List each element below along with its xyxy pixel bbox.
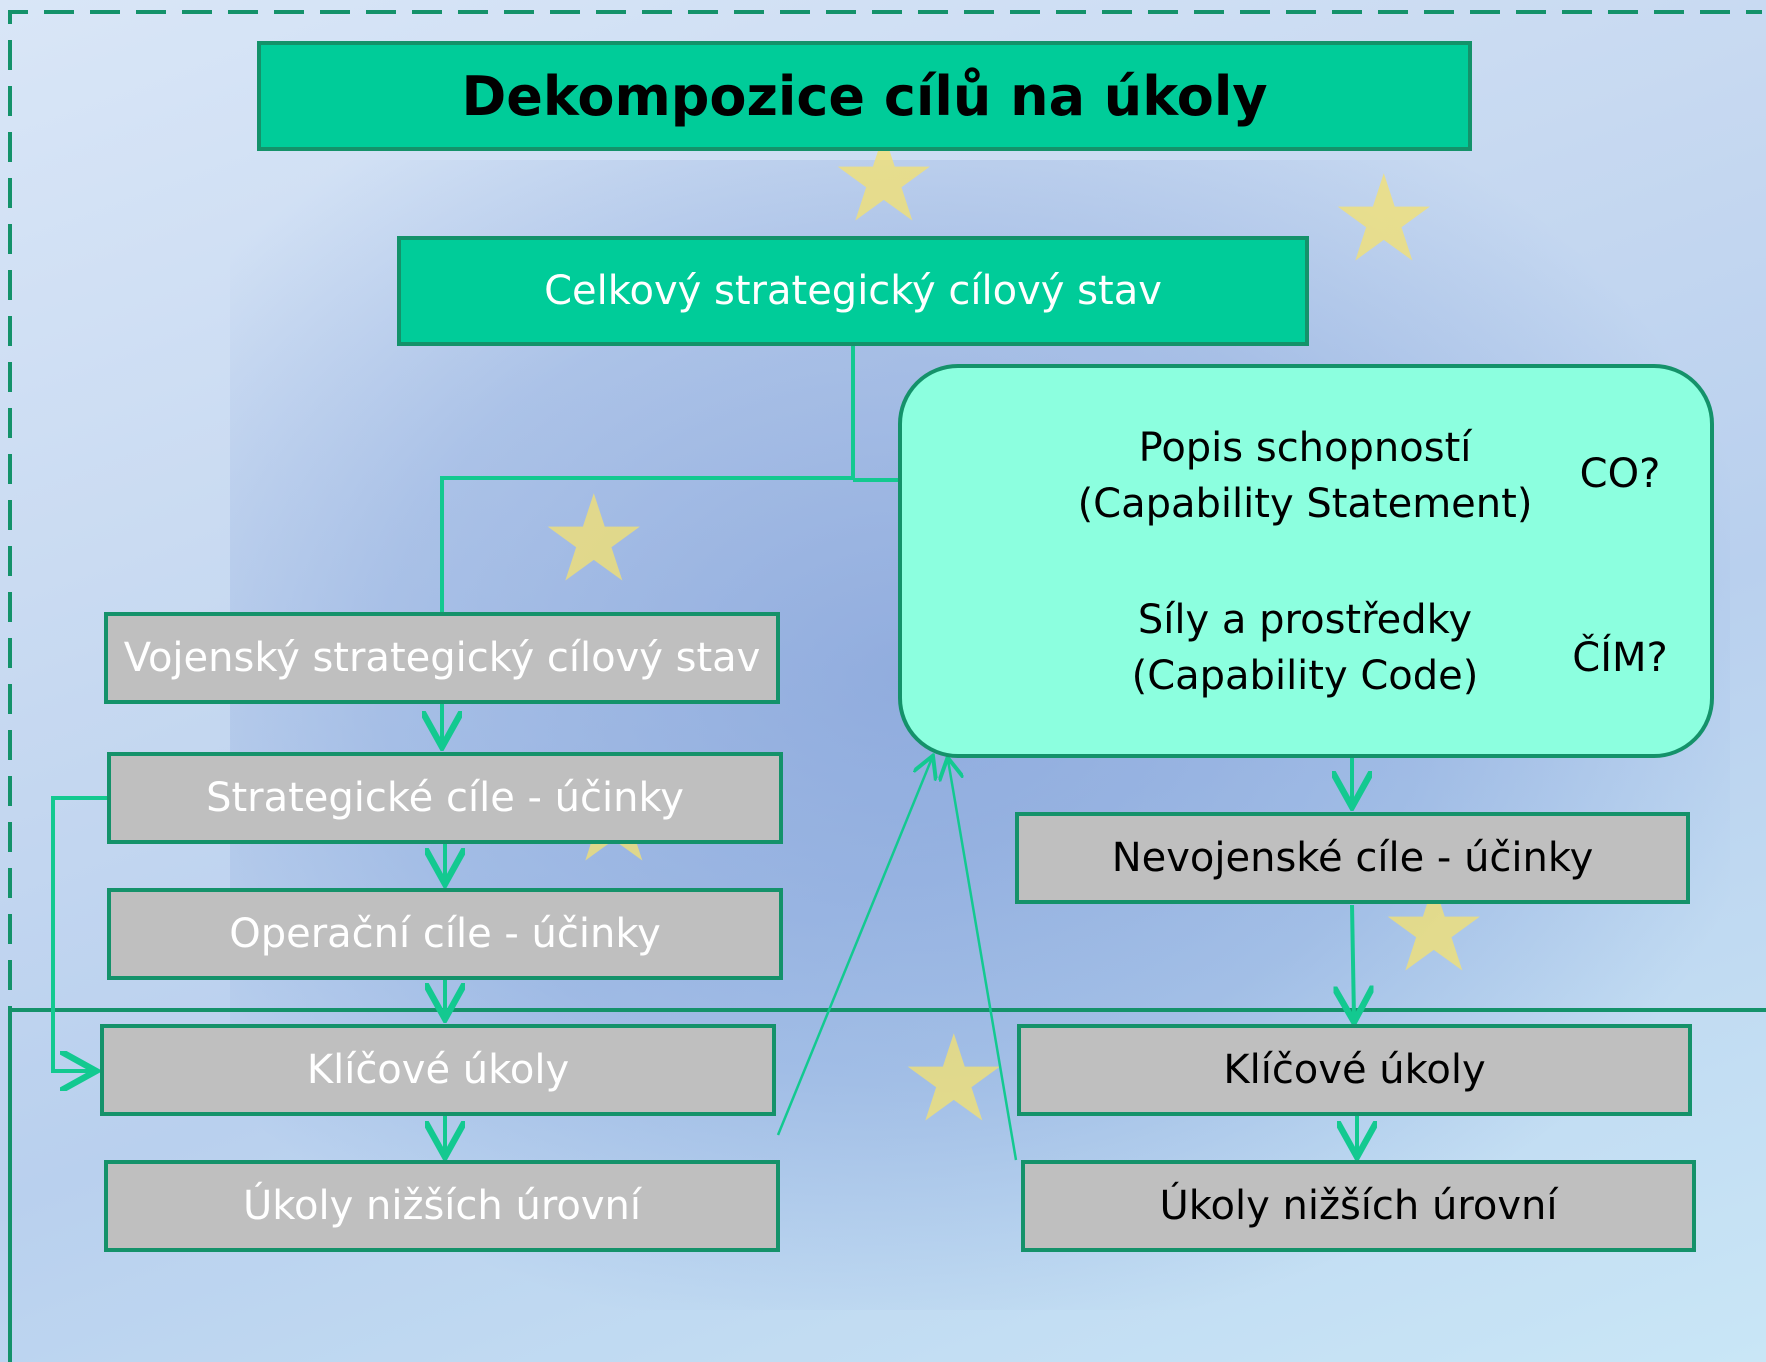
- star-icon: ★: [540, 470, 648, 609]
- node-key-tasks-left: Klíčové úkoly: [100, 1024, 776, 1116]
- star-icon: ★: [1330, 150, 1438, 289]
- node-key-tasks-right: Klíčové úkoly: [1017, 1024, 1692, 1116]
- node-military-end-state: Vojenský strategický cílový stav: [104, 612, 780, 704]
- node-lower-tasks-left: Úkoly nižších úrovní: [104, 1160, 780, 1252]
- capability-statement-subtitle: (Capability Statement): [1077, 481, 1533, 527]
- node-overall-strategic-end-state: Celkový strategický cílový stav: [397, 236, 1309, 346]
- question-with-what: ČÍM?: [1572, 635, 1668, 681]
- node-operational-objectives: Operační cíle - účinky: [107, 888, 783, 980]
- capability-statement: Popis schopností (Capability Statement): [1060, 420, 1550, 532]
- node-nonmilitary-objectives: Nevojenské cíle - účinky: [1015, 812, 1690, 904]
- capability-code: Síly a prostředky (Capability Code): [1060, 592, 1550, 704]
- capability-code-subtitle: (Capability Code): [1131, 653, 1479, 699]
- capability-panel: [898, 364, 1714, 758]
- capability-code-title: Síly a prostředky: [1137, 597, 1473, 643]
- star-icon: ★: [900, 1010, 1008, 1149]
- question-what: CO?: [1579, 451, 1661, 497]
- diagram-title: Dekompozice cílů na úkoly: [257, 41, 1472, 151]
- node-strategic-objectives: Strategické cíle - účinky: [107, 752, 783, 844]
- node-lower-tasks-right: Úkoly nižších úrovní: [1021, 1160, 1696, 1252]
- capability-statement-title: Popis schopností: [1138, 425, 1472, 471]
